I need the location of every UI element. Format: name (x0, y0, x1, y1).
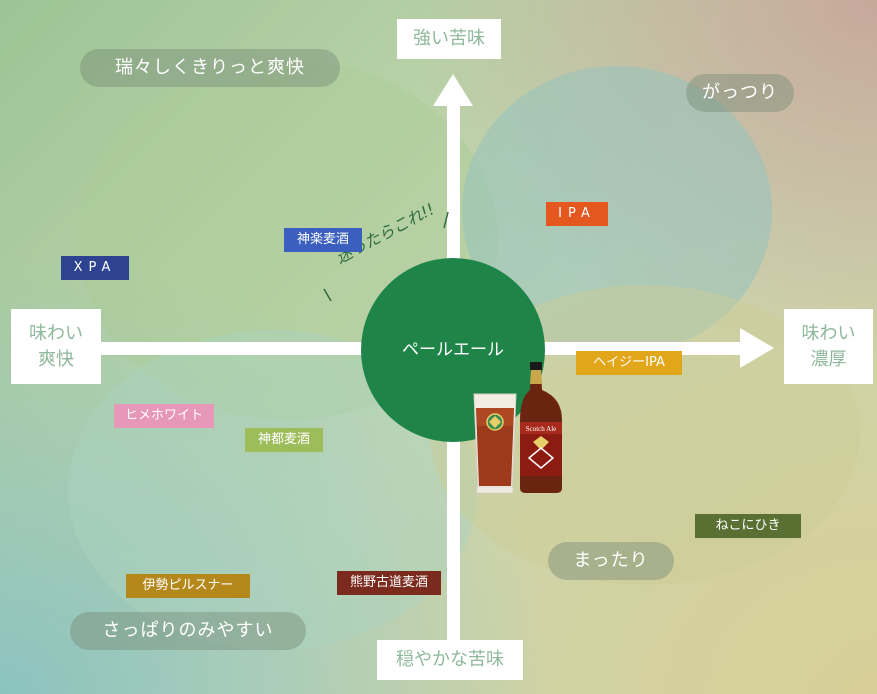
tag-kumano-kodo: 熊野古道麦酒 (337, 571, 441, 595)
quadrant-label-lower-right: まったり (548, 542, 674, 580)
axis-label-right-line2: 濃厚 (810, 348, 847, 370)
axis-label-right-line1: 味わい (801, 322, 856, 344)
beer-glass-icon (473, 393, 517, 494)
axis-label-top-text: 強い苦味 (413, 28, 485, 49)
beer-bottle-icon: Scotch Ale (520, 362, 562, 493)
axis-label-right: 味わい 濃厚 (784, 309, 873, 384)
tag-shinto: 神都麦酒 (245, 428, 323, 452)
tag-hime-white: ヒメホワイト (114, 404, 214, 428)
tag-ise-pilsner: 伊勢ピルスナー (126, 574, 250, 598)
axis-label-bottom: 穏やかな苦味 (377, 640, 523, 680)
tag-ipa: IPA (546, 202, 608, 226)
axis-label-left-line1: 味わい (29, 322, 83, 344)
product-image: Scotch Ale (473, 362, 562, 494)
tag-neko-nihiki: ねこにひき (695, 514, 801, 538)
arrow-right-icon (740, 328, 774, 368)
quadrant-label-lower-left: さっぱりのみやすい (70, 612, 306, 650)
bottle-label-text: Scotch Ale (526, 425, 557, 433)
tag-kagura: 神楽麦酒 (284, 228, 362, 252)
axis-label-top: 強い苦味 (397, 19, 501, 59)
axis-label-bottom-text: 穏やかな苦味 (396, 649, 504, 670)
tag-xpa: XPA (61, 256, 129, 280)
axis-label-left: 味わい 爽快 (11, 309, 101, 384)
arrow-up-icon (433, 74, 473, 106)
quadrant-label-upper-left: 瑞々しくきりっと爽快 (80, 49, 340, 87)
axis-label-left-line2: 爽快 (38, 348, 74, 370)
tag-hazy-ipa: ヘイジーIPA (576, 351, 682, 375)
quadrant-label-upper-right: がっつり (686, 74, 794, 112)
